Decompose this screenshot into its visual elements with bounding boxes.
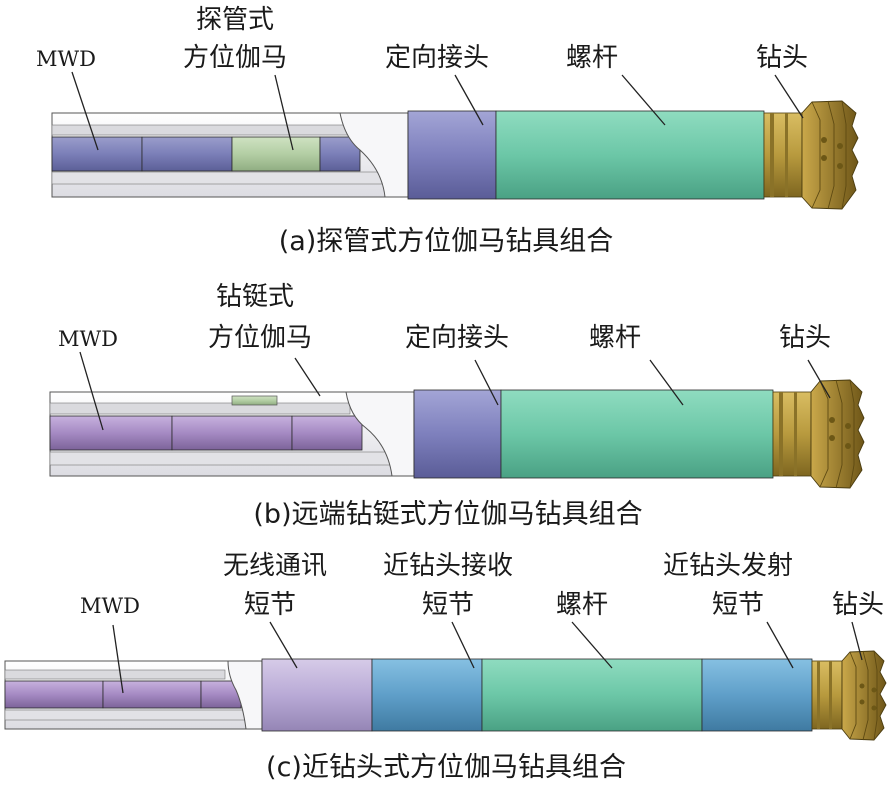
label-motor-a: 螺杆: [566, 43, 618, 73]
gamma-probe: [231, 136, 321, 172]
mule-shoe: [227, 660, 263, 730]
bent-sub: [407, 110, 497, 200]
panel-a: MWD 探管式 方位伽马 定向接头 螺杆 钻头 (a)探管式方位伽马钻具组合: [36, 5, 859, 257]
gamma-collar-sensor: [231, 395, 278, 406]
leader-motor-a: [621, 74, 666, 126]
mwd-probe-segment: [4, 680, 104, 709]
leader-motor-c: [571, 621, 613, 669]
leader-bent-a: [454, 74, 484, 126]
mwd-probe-segment: [171, 415, 293, 451]
label-bent-sub-a: 定向接头: [385, 43, 489, 73]
bent-sub: [413, 389, 502, 479]
mud-motor: [481, 658, 703, 732]
leader-mwd-c: [112, 624, 124, 694]
leader-bent-b: [474, 359, 499, 406]
mwd-probe-segment: [51, 136, 143, 172]
panel-b: MWD 钻铤式 方位伽马 定向接头 螺杆 钻头 (b)远端钻铤式方位伽马钻具组合: [49, 282, 865, 530]
leader-motor-b: [649, 359, 684, 406]
caption-c: (c)近钻头式方位伽马钻具组合: [266, 752, 626, 783]
label-bit-a: 钻头: [756, 43, 808, 73]
label-motor-c: 螺杆: [556, 590, 608, 620]
leader-gamma-b: [294, 357, 321, 397]
label-radio-c-line1: 无线通讯: [223, 551, 327, 581]
transmitter-sub: [701, 658, 813, 732]
label-receiver-c-line1: 近钻头接收: [383, 551, 513, 581]
drill-bit: [763, 100, 859, 210]
label-transmitter-c-line2: 短节: [712, 590, 764, 620]
leader-gamma-a: [274, 74, 294, 151]
leader-radio-c: [269, 621, 298, 669]
mud-motor: [495, 110, 765, 200]
label-gamma-b-line2: 方位伽马: [208, 323, 312, 353]
leader-bit-b: [807, 359, 831, 399]
leader-transmitter-c: [766, 621, 794, 669]
label-gamma-b-line1: 钻铤式: [216, 282, 294, 312]
panel-c: MWD 无线通讯 短节 近钻头接收 短节 螺杆 近钻头发射 短节 钻头 (c)近…: [4, 551, 887, 783]
mule-shoe: [339, 112, 409, 198]
drill-bit: [772, 379, 865, 489]
mule-shoe: [345, 391, 415, 477]
label-bit-b: 钻头: [779, 323, 831, 353]
label-radio-c-line2: 短节: [244, 590, 296, 620]
caption-a: (a)探管式方位伽马钻具组合: [279, 226, 614, 257]
label-mwd-c: MWD: [80, 594, 140, 618]
caption-b: (b)远端钻铤式方位伽马钻具组合: [253, 499, 642, 530]
mwd-probe-segment: [141, 136, 233, 172]
leader-receiver-c: [451, 621, 475, 669]
mud-motor: [500, 389, 774, 479]
leader-mwd-b: [79, 351, 104, 431]
leader-mwd-a: [71, 71, 99, 151]
label-mwd-a: MWD: [36, 47, 96, 71]
label-receiver-c-line2: 短节: [422, 590, 474, 620]
label-transmitter-c-line1: 近钻头发射: [663, 551, 793, 581]
label-gamma-a-line1: 探管式: [196, 5, 274, 35]
label-bent-sub-b: 定向接头: [405, 323, 509, 353]
leader-bit-a: [774, 74, 804, 119]
mwd-probe-segment: [49, 415, 173, 451]
label-mwd-b: MWD: [58, 327, 118, 351]
mwd-probe-segment: [291, 415, 363, 451]
drill-bit: [811, 650, 887, 741]
label-bit-c: 钻头: [832, 590, 884, 620]
label-gamma-a-line2: 方位伽马: [183, 43, 287, 73]
mwd-probe-segment: [102, 680, 202, 709]
label-motor-b: 螺杆: [589, 323, 641, 353]
leader-bit-c: [851, 621, 863, 661]
receiver-sub: [371, 658, 483, 732]
radio-sub: [261, 658, 373, 732]
